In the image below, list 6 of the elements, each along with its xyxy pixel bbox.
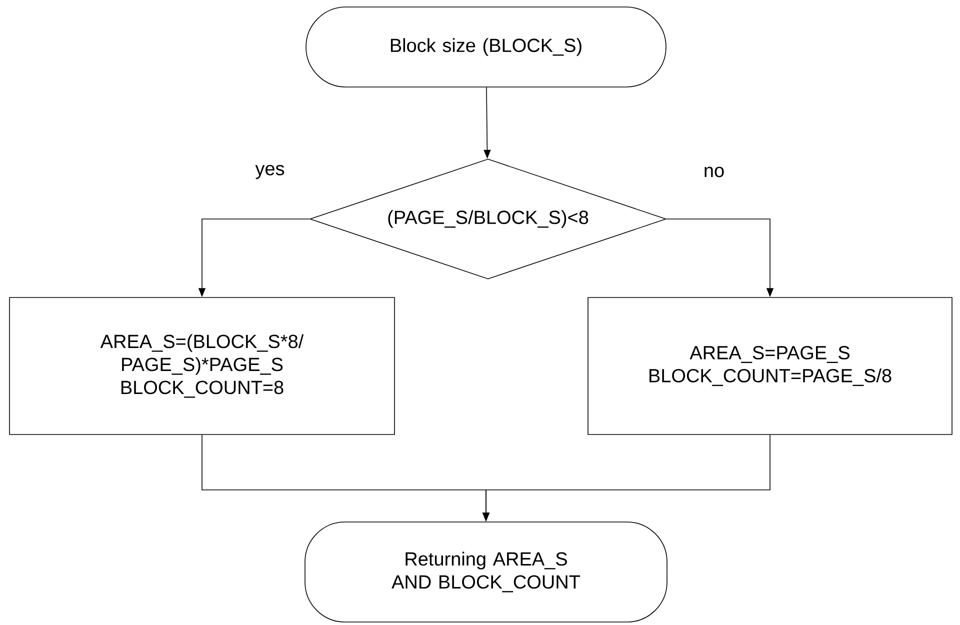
terminal-box: Returning AREA_S AND BLOCK_COUNT bbox=[304, 522, 668, 622]
edge-label: yes bbox=[254, 164, 286, 180]
process-box: AREA_S=(BLOCK_S*8/ PAGE_S)*PAGE_S BLOCK_COUNT=8 bbox=[9, 297, 395, 435]
edge-label: no bbox=[702, 166, 726, 178]
process-box: AREA_S=PAGE_S BLOCK_COUNT=PAGE_S/8 bbox=[588, 297, 952, 435]
terminal-box: Block size (BLOCK_S) bbox=[306, 6, 666, 88]
